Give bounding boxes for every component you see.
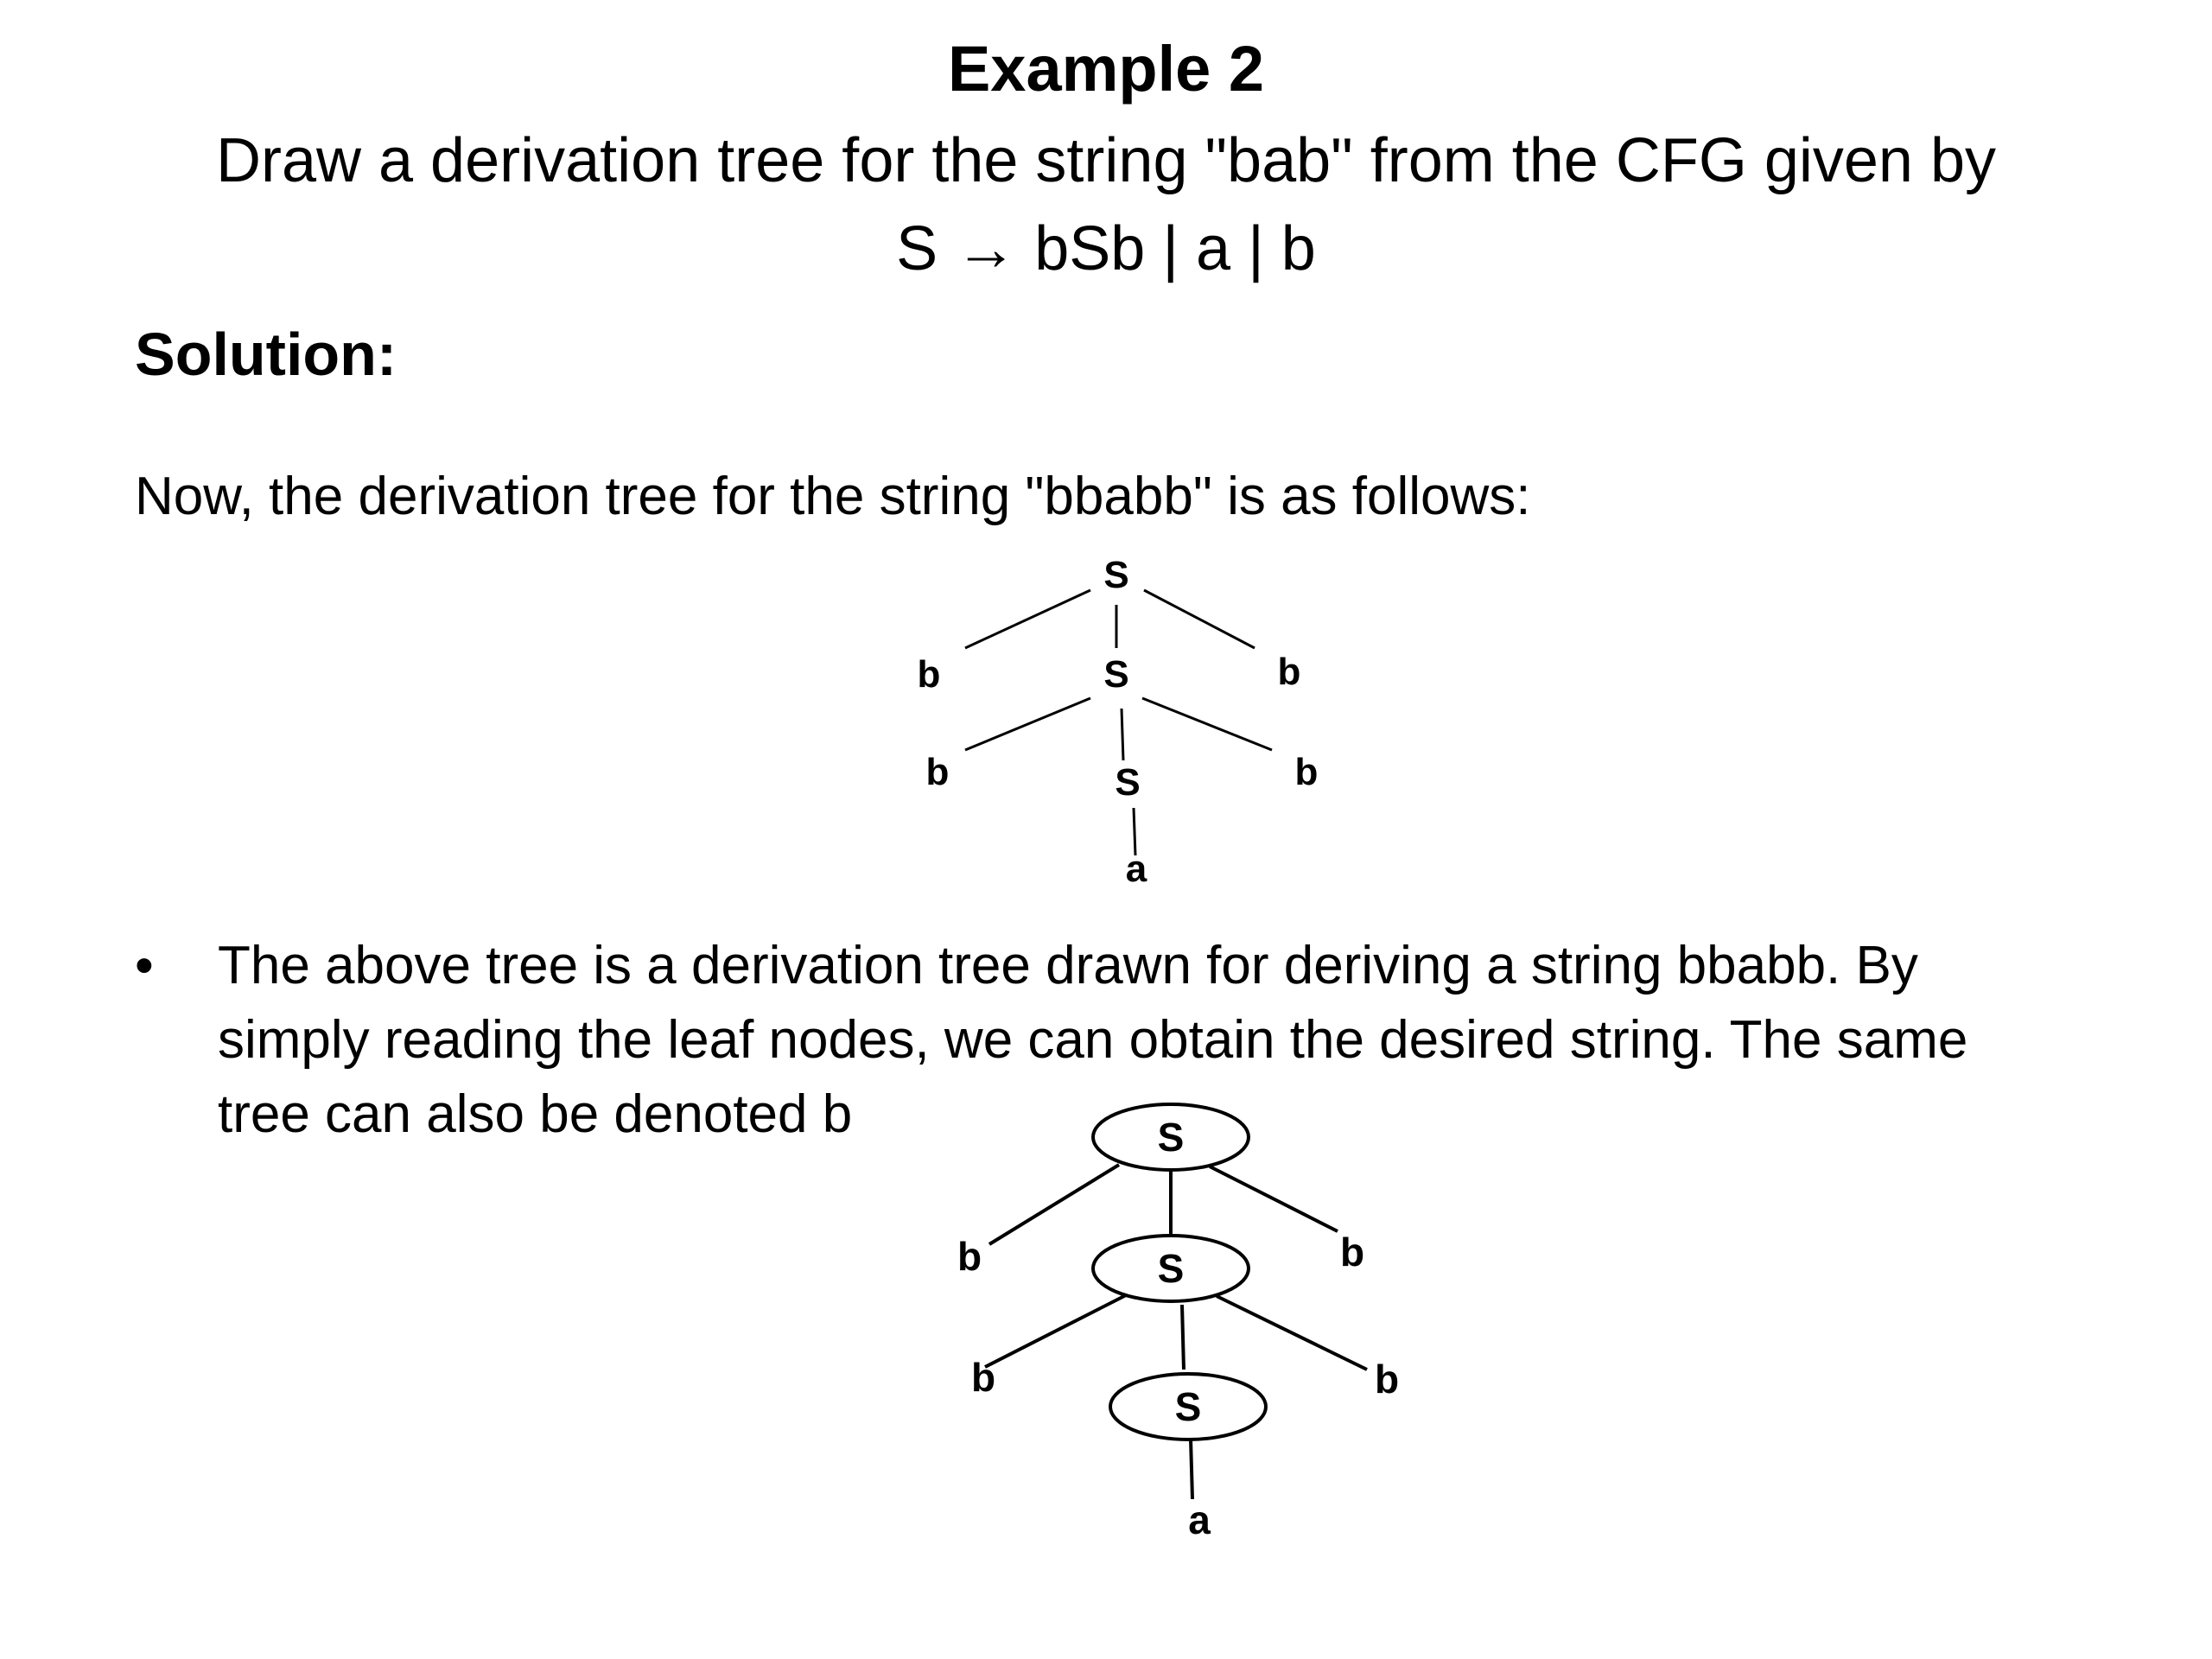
bullet-line-2: simply reading the leaf nodes, we can ob… (218, 1010, 1968, 1070)
edge-c-s2-right (1216, 1294, 1368, 1371)
tree-circled-circle-s2 (1091, 1234, 1250, 1303)
solution-heading: Solution: (135, 321, 397, 388)
edge-c-root-right (1209, 1165, 1338, 1233)
tree-circled-circle-s3 (1109, 1372, 1268, 1441)
tree-circled-node-b1: b (957, 1234, 982, 1279)
bullet-line-1: The above tree is a derivation tree draw… (218, 936, 1918, 995)
edge-s2-mid (1120, 708, 1125, 761)
edge-s3-leaf (1132, 807, 1137, 856)
intro-text: Now, the derivation tree for the string … (135, 467, 1531, 526)
tree-circled-node-a: a (1188, 1497, 1211, 1542)
tree-circled-backdrop (890, 1096, 1391, 1562)
tree-plain-node-b2: b (1278, 651, 1301, 693)
edge-root-left (964, 588, 1091, 650)
tree-circled-node-s3: S (1175, 1384, 1202, 1429)
edge-s2-left (964, 696, 1091, 752)
tree-plain-node-root: S (1103, 554, 1128, 596)
tree-circled-node-b2: b (1340, 1230, 1364, 1274)
edge-c-s2-left (984, 1293, 1128, 1369)
edge-c-root-left (988, 1163, 1121, 1246)
tree-circled-node-b3: b (971, 1355, 995, 1400)
bullet-dot: • (135, 936, 154, 995)
grammar-rule: S → bSb | a | b (896, 214, 1316, 283)
tree-plain-node-s3: S (1115, 761, 1140, 804)
tree-circled-edges (984, 1163, 1368, 1500)
slide-title: Example 2 (947, 33, 1265, 105)
edge-root-right (1143, 588, 1255, 650)
tree-plain-node-a: a (1126, 848, 1147, 890)
tree-plain-edges (964, 588, 1273, 856)
tree-plain-node-b3: b (926, 751, 950, 793)
tree-circled-node-root: S (1158, 1115, 1185, 1160)
tree-plain-node-s2: S (1103, 653, 1128, 696)
edge-s2-right (1141, 696, 1273, 752)
tree-plain-node-b4: b (1295, 751, 1319, 793)
tree-plain-node-b1: b (918, 653, 941, 696)
tree-circled-node-b4: b (1375, 1357, 1399, 1402)
bullet-line-3: tree can also be denoted b (218, 1084, 853, 1144)
tree-circled-circle-root (1091, 1103, 1250, 1172)
tree-circled-node-s2: S (1158, 1246, 1185, 1291)
edge-c-s2-mid (1180, 1304, 1185, 1370)
edge-c-s3-leaf (1189, 1438, 1194, 1500)
bullet-text: The above tree is a derivation tree draw… (218, 929, 2205, 1152)
problem-statement: Draw a derivation tree for the string "b… (215, 126, 1996, 195)
